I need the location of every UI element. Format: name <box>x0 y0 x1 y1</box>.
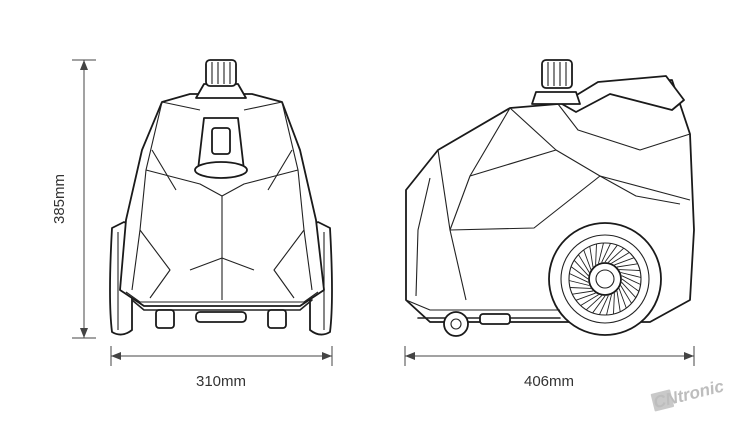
wheel-spoke <box>570 266 589 280</box>
wheel-spoke <box>568 280 590 286</box>
wheel-spoke <box>607 247 625 263</box>
wheel-spoke <box>604 244 618 263</box>
wheel-spoke <box>569 287 591 289</box>
wheel-spoke <box>589 246 594 268</box>
wheel-spoke <box>595 243 597 265</box>
wheel-spoke <box>569 273 589 283</box>
wheel-spoke <box>592 295 606 314</box>
wheel-spoke <box>573 259 589 277</box>
wheel-spoke <box>572 290 594 295</box>
wheel-spoke <box>575 292 596 301</box>
wheel-spoke <box>580 294 599 306</box>
wheel-spoke <box>616 263 638 268</box>
wheel-spoke <box>618 288 627 309</box>
height-dimension: 385mm <box>51 59 96 339</box>
wheel-spoke <box>599 295 609 315</box>
wheel-spoke <box>619 269 641 271</box>
wheel-spoke <box>583 249 592 270</box>
wheel-spoke <box>611 252 630 264</box>
wheel-spoke <box>578 254 590 273</box>
side-view-drawing <box>405 59 695 337</box>
wheel-spoke <box>616 290 621 312</box>
cntronic-watermark: CNtronic <box>650 376 726 412</box>
wheel-spoke <box>620 285 632 304</box>
watermark-logo-text: CNtronic <box>651 376 726 412</box>
height-label: 385mm <box>51 174 68 224</box>
wheel-spoke <box>606 294 612 316</box>
wheel-spoke <box>621 278 640 292</box>
side-depth-label: 406mm <box>524 373 574 390</box>
wheel-spokes <box>568 242 642 316</box>
wheel-spoke <box>585 295 603 311</box>
front-view-drawing <box>109 59 333 336</box>
side-depth-dimension: 406mm <box>404 346 695 390</box>
wheel-spoke <box>614 257 635 266</box>
wheel-spoke <box>620 272 642 278</box>
wheel-spoke <box>613 293 615 315</box>
wheel-spoke <box>621 275 641 285</box>
front-width-dimension: 310mm <box>110 346 333 390</box>
front-width-label: 310mm <box>196 373 246 390</box>
wheel-spoke <box>621 281 637 299</box>
wheel-spoke <box>601 243 611 263</box>
wheel-spoke <box>598 242 604 264</box>
